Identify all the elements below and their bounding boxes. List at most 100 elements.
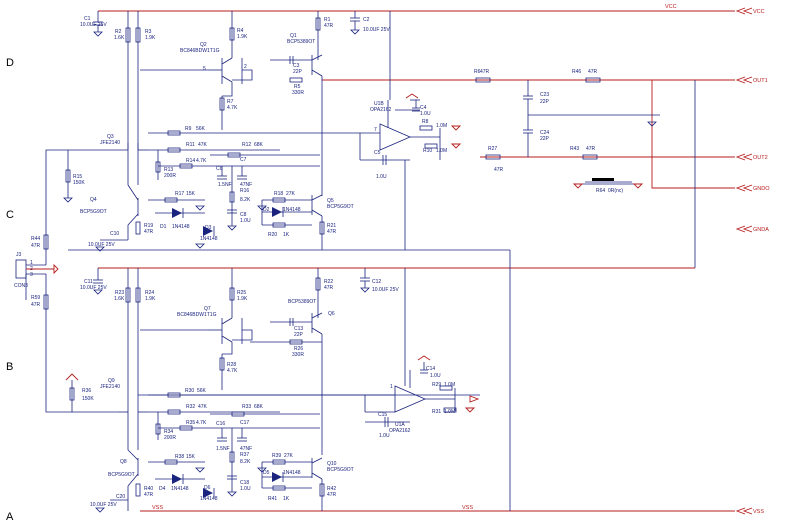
r2-ref: R2 [115,29,122,35]
r44-value: 47R [31,243,41,249]
q1-ref: Q1 [290,33,297,39]
r32-ref: R32 [186,404,195,410]
r7-value: 4.7K [227,105,238,111]
r4-ref: R4 [237,28,244,34]
r28-value: 4.7K [227,368,238,374]
r25-ref: R25 [237,290,246,296]
r64-ref: R64 [596,188,605,194]
r42-ref: R42 [327,486,336,492]
r10-value: 1.0M [436,148,447,154]
d5-ref: D5 [263,470,270,476]
r5-value: 330R [292,90,304,96]
q8-part: BCP5G9OT [108,472,135,478]
gndo-port: GNDO [651,80,770,192]
c1-value: 10.0UF 25V [80,22,107,28]
zone-c: C [6,209,14,221]
q5-ref: Q5 [327,198,334,204]
zone-d: D [6,57,14,69]
r16-ref: R16 [240,188,249,194]
d1-ref: D1 [160,224,167,230]
c15-value: 1.0U [379,433,390,439]
r31-ref: R31 [432,409,441,415]
r13-value: 200R [164,173,176,179]
d6-value: 1N4148 [200,496,218,502]
q3-ref: Q3 [107,134,114,140]
q9-ref: Q9 [108,378,115,384]
r36-value: 150K [82,396,94,402]
output-network: R6 47R R46 47R C23 22P C24 22P R27 47R R… [474,69,696,268]
u1b-opamp [379,123,412,151]
c6-value: 1.5NF [218,182,232,188]
gndo-label: GNDO [753,186,770,192]
vcc-port-label: VCC [753,9,765,15]
gnda-label: GNDA [753,227,769,233]
q7-part: BC846BDW1T1G [177,312,217,318]
r43-ref: R43 [570,146,579,152]
r37-value: 8.2K [240,459,251,465]
c24-ref: C24 [540,130,549,136]
r3-value: 1.9K [145,35,156,41]
c1-ref: C1 [84,16,91,22]
c20-value: 10.0UF 25V [90,502,117,508]
svg-text:1: 1 [390,384,393,390]
r8-value: 1.0M [436,123,447,129]
input-connector: J3 CON3 1 2 3 R44 47R R59 47R [14,149,118,413]
u1a-ref: U1A [395,422,405,428]
r12-ref: R12 [242,142,251,148]
r27-value: 47R [494,167,504,173]
zone-b: B [6,361,13,373]
r35-value: 4.7K [196,420,207,426]
r5-ref: R5 [294,84,301,90]
d1-value: 1N4148 [172,224,190,230]
u1b-part: OPA2162 [370,107,392,113]
r41-ref: R41 [268,496,277,502]
r40-ref: R40 [144,486,153,492]
r19-value: 47R [144,229,154,235]
q9-part: JFE2140 [100,384,120,390]
d3-ref: D3 [205,225,212,231]
c8-value: 1.0U [240,218,251,224]
q3-part: JFE2140 [100,140,120,146]
r11-ref: R11 [186,142,195,148]
out2-port: OUT2 [480,153,768,161]
c7-value: 47NF [240,182,252,188]
out1-label: OUT1 [753,78,768,84]
r31-value: 1.0M [444,409,455,415]
gndo-port-icon [735,184,753,192]
r11-value: 47K [198,142,208,148]
out2-label: OUT2 [753,155,768,161]
c18-value: 1.0U [240,486,251,492]
gnda-port-icon [735,225,753,233]
r12-value: 68K [254,142,264,148]
r23-ref: R23 [115,290,124,296]
r30-value: 56K [197,388,207,394]
r30-ref: R30 [185,388,194,394]
j3-value: CON3 [14,283,28,289]
c14-value: 1.0U [430,373,441,379]
c10-ref: C10 [110,231,119,237]
q4-part: BCP5G9OT [80,209,107,215]
r22-value: 47R [324,285,334,291]
r21-value: 47R [327,229,337,235]
r27-ref: R27 [488,146,497,152]
q10-ref: Q10 [327,461,337,467]
lower-channel: C11 10.0UF 25V R23 1.6K R24 1.9K R25 1.9… [65,249,695,513]
r29-ref: R29 [432,382,441,388]
r17-value: 15K [186,191,196,197]
r18-ref: R18 [274,191,283,197]
vcc-port-icon [735,7,753,15]
r7-ref: R7 [227,99,234,105]
out1-port: OUT1 [322,76,768,84]
r1-value: 47R [324,23,334,29]
c15-ref: C15 [378,412,387,418]
c4-value: 1.0U [420,111,431,117]
c3-value: 22P [293,69,303,75]
c16-value: 1.5NF [216,446,230,452]
u1a-part: OPA2162 [389,428,411,434]
r16-value: 8.2K [240,197,251,203]
r6-ref: R6 [474,69,481,75]
vss-label-mid: VSS [462,505,473,511]
r64-value: 0R(nc) [608,188,623,194]
c5-ref: C5 [374,150,381,156]
